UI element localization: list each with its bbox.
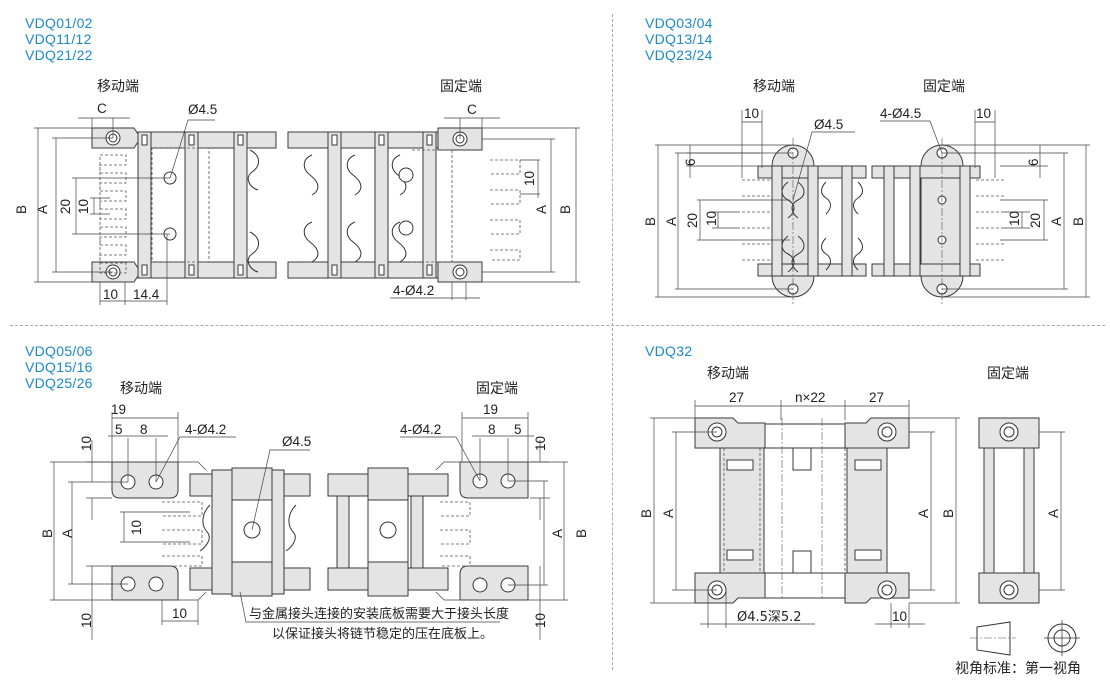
dim-8-left: 8 xyxy=(140,422,148,437)
model-label: VDQ01/02 xyxy=(25,15,93,31)
dim-10-left: 10 xyxy=(744,106,759,121)
dim-14-4: 14.4 xyxy=(133,287,160,302)
dim-10-bottom-left: 10 xyxy=(79,613,94,628)
dim-b-left: B xyxy=(643,217,658,226)
model-label: VDQ21/22 xyxy=(25,47,93,63)
dim-a-right: A xyxy=(916,509,931,518)
dim-8-right: 8 xyxy=(488,422,496,437)
dim-4-holes-left: 4-Ø4.2 xyxy=(185,422,226,437)
dim-5-right: 5 xyxy=(514,422,522,437)
model-list-2: VDQ03/04 VDQ13/14 VDQ23/24 xyxy=(645,15,713,63)
fixed-end-label: 固定端 xyxy=(987,366,1029,382)
fixed-end-part-2 xyxy=(871,138,1004,305)
dim-10-bottom: 10 xyxy=(172,606,187,621)
dim-10: 10 xyxy=(892,609,907,624)
horizontal-divider xyxy=(10,325,1105,326)
dim-a-left: A xyxy=(60,529,75,538)
model-label: VDQ13/14 xyxy=(645,31,713,47)
moving-end-part-1 xyxy=(91,127,277,283)
dimensions-2: 10 Ø4.5 4-Ø4.5 10 6 6 B A 20 10 10 20 A … xyxy=(643,106,1090,298)
moving-end-label: 移动端 xyxy=(707,366,749,382)
dim-b-left: B xyxy=(14,205,29,214)
dim-10-top-right: 10 xyxy=(533,436,548,451)
model-label: VDQ25/26 xyxy=(25,375,93,391)
dim-6-right: 6 xyxy=(1026,158,1041,166)
model-list-3: VDQ05/06 VDQ15/16 VDQ25/26 xyxy=(25,343,93,391)
dim-10-mid: 10 xyxy=(76,199,91,214)
fixed-end-label: 固定端 xyxy=(476,381,518,397)
note-line-1: 与金属接头连接的安装底板需要大于接头长度 xyxy=(249,606,509,622)
dim-19-left: 19 xyxy=(111,402,126,417)
moving-end-label: 移动端 xyxy=(753,79,795,95)
dim-hole-center: Ø4.5 xyxy=(282,434,311,449)
dim-10-right: 10 xyxy=(522,171,537,186)
dim-10-mid-left: 10 xyxy=(129,520,144,535)
moving-end-label: 移动端 xyxy=(120,381,162,397)
dim-20-left: 20 xyxy=(685,213,700,228)
dimensions-4: 27 n×22 27 B A A B A Ø4.5深5.2 10 xyxy=(639,390,1065,628)
fixed-end-part-4 xyxy=(978,417,1040,604)
dim-b-left: B xyxy=(639,509,654,518)
dim-hole-center: Ø4.5 xyxy=(188,102,217,117)
dim-10-right: 10 xyxy=(976,106,991,121)
dim-b-right: B xyxy=(558,205,573,214)
fixed-end-part-1 xyxy=(287,127,521,283)
dim-20-right: 20 xyxy=(1028,213,1043,228)
vertical-divider xyxy=(612,14,613,670)
dim-b-right: B xyxy=(1071,217,1086,226)
dim-a-right: A xyxy=(550,529,565,538)
dim-10-bottom: 10 xyxy=(103,287,118,302)
fixed-end-label: 固定端 xyxy=(923,79,965,95)
model-label: VDQ05/06 xyxy=(25,343,93,359)
dim-19-right: 19 xyxy=(483,402,498,417)
dim-4-holes: 4-Ø4.5 xyxy=(880,106,921,121)
model-label: VDQ23/24 xyxy=(645,47,713,63)
dim-hole-depth: Ø4.5深5.2 xyxy=(737,610,802,625)
dim-hole-center: Ø4.5 xyxy=(814,117,843,132)
dim-a-fixed: A xyxy=(1046,509,1061,518)
dim-a-right: A xyxy=(534,205,549,214)
moving-end-part-4 xyxy=(694,417,910,604)
dim-c-left: C xyxy=(97,101,107,116)
dim-5-left: 5 xyxy=(115,422,123,437)
moving-end-label: 移动端 xyxy=(97,79,139,95)
dim-b-right: B xyxy=(941,509,956,518)
moving-end-part-3 xyxy=(111,461,311,601)
dim-4-holes-right: 4-Ø4.2 xyxy=(400,422,441,437)
fixed-end-part-3 xyxy=(327,461,529,601)
model-list-4: VDQ32 xyxy=(645,343,692,359)
dim-a-left: A xyxy=(35,205,50,214)
projection-standard-label: 视角标准：第一视角 xyxy=(955,661,1081,677)
dim-20: 20 xyxy=(58,199,73,214)
dimensions-3: 19 5 8 4-Ø4.2 Ø4.5 10 B A 10 10 10 19 8 … xyxy=(40,402,589,642)
dim-10-bottom-right: 10 xyxy=(533,613,548,628)
model-label: VDQ32 xyxy=(645,343,693,359)
model-label: VDQ15/16 xyxy=(25,359,93,375)
model-list-1: VDQ01/02 VDQ11/12 VDQ21/22 xyxy=(25,15,93,63)
dim-b-right: B xyxy=(574,529,589,538)
dim-10-top-left: 10 xyxy=(79,436,94,451)
fixed-end-label: 固定端 xyxy=(440,79,482,95)
dim-27-left: 27 xyxy=(729,390,744,405)
dim-10-mid-left: 10 xyxy=(704,211,719,226)
dim-a-left: A xyxy=(661,509,676,518)
note-line-2: 以保证接头将链节稳定的压在底板上。 xyxy=(272,626,493,642)
dim-a-right: A xyxy=(1049,217,1064,226)
first-angle-projection-icon xyxy=(970,620,1080,656)
dim-pitch: n×22 xyxy=(795,390,825,405)
dim-27-right: 27 xyxy=(869,390,884,405)
dim-b-left: B xyxy=(40,529,55,538)
dim-a-left: A xyxy=(664,217,679,226)
dimensions-1: C Ø4.5 B A 20 10 10 14.4 C A B 10 4-Ø4.2 xyxy=(14,101,580,305)
dim-c-right: C xyxy=(467,102,477,117)
model-label: VDQ03/04 xyxy=(645,15,713,31)
model-label: VDQ11/12 xyxy=(25,31,92,47)
dim-10-mid-right: 10 xyxy=(1007,211,1022,226)
dim-4-holes: 4-Ø4.2 xyxy=(393,283,434,298)
dim-6-left: 6 xyxy=(683,158,698,166)
